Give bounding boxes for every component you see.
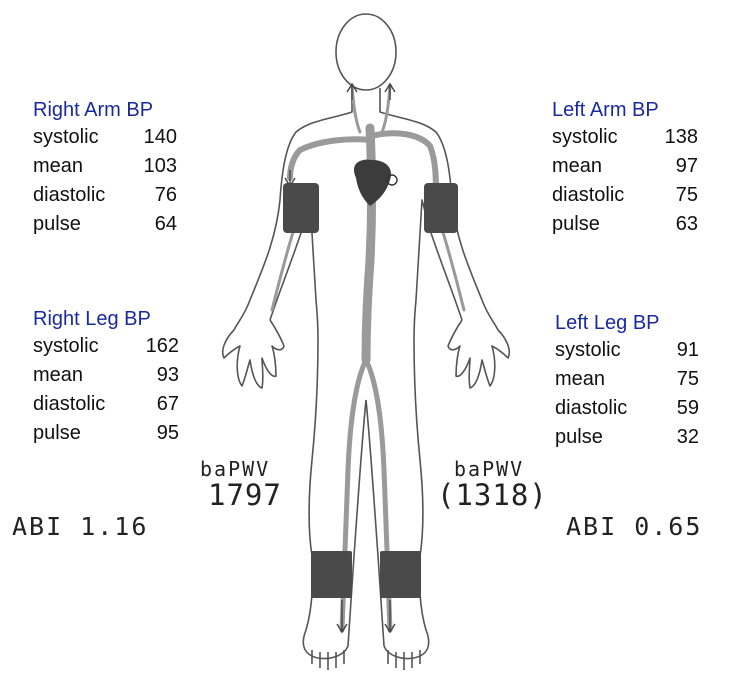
bp-value: 75: [636, 183, 698, 207]
left-arm-bp-panel: Left Arm BP systolic 138 mean 97 diastol…: [552, 98, 722, 241]
heart: [354, 160, 397, 206]
bp-label: mean: [33, 154, 83, 178]
bp-value: 162: [117, 334, 179, 358]
left-arm-cuff: [424, 183, 458, 233]
bp-row-diastolic: diastolic 59: [555, 396, 725, 425]
left-leg-bp-title: Left Leg BP: [555, 311, 725, 338]
bp-label: diastolic: [552, 183, 624, 207]
right-arm-cuff: [283, 183, 319, 233]
bp-label: diastolic: [555, 396, 627, 420]
left-pwv-value: (1318): [437, 478, 548, 512]
left-ankle-cuff: [380, 551, 421, 598]
bp-value: 76: [117, 183, 177, 207]
bp-row-mean: mean 97: [552, 154, 722, 183]
right-pwv-value: 1797: [208, 478, 282, 512]
bp-value: 97: [636, 154, 698, 178]
bp-label: pulse: [555, 425, 603, 449]
right-leg-bp-title: Right Leg BP: [33, 307, 203, 334]
bp-label: diastolic: [33, 183, 105, 207]
bp-value: 63: [636, 212, 698, 236]
bp-row-pulse: pulse 63: [552, 212, 722, 241]
bp-row-diastolic: diastolic 75: [552, 183, 722, 212]
bp-row-mean: mean 75: [555, 367, 725, 396]
left-abi: ABI 0.65: [566, 512, 702, 541]
bp-label: systolic: [552, 125, 618, 149]
bp-value: 75: [639, 367, 699, 391]
left-leg-bp-panel: Left Leg BP systolic 91 mean 75 diastoli…: [555, 311, 725, 454]
bp-row-pulse: pulse 32: [555, 425, 725, 454]
bp-label: pulse: [33, 421, 81, 445]
bp-label: mean: [552, 154, 602, 178]
bp-row-mean: mean 93: [33, 363, 203, 392]
bp-value: 138: [636, 125, 698, 149]
right-leg-bp-panel: Right Leg BP systolic 162 mean 93 diasto…: [33, 307, 203, 450]
bp-value: 91: [639, 338, 699, 362]
bp-value: 93: [117, 363, 179, 387]
right-ankle-cuff: [311, 551, 352, 598]
left-arm-bp-title: Left Arm BP: [552, 98, 722, 125]
bp-value: 140: [117, 125, 177, 149]
bp-label: systolic: [33, 334, 99, 358]
bp-value: 103: [117, 154, 177, 178]
bp-row-systolic: systolic 91: [555, 338, 725, 367]
bp-row-pulse: pulse 64: [33, 212, 203, 241]
bp-label: pulse: [33, 212, 81, 236]
bp-value: 64: [117, 212, 177, 236]
right-arm-bp-panel: Right Arm BP systolic 140 mean 103 diast…: [33, 98, 203, 241]
bp-value: 59: [639, 396, 699, 420]
bp-row-systolic: systolic 162: [33, 334, 203, 363]
right-arm-bp-title: Right Arm BP: [33, 98, 203, 125]
bp-row-pulse: pulse 95: [33, 421, 203, 450]
bp-row-diastolic: diastolic 67: [33, 392, 203, 421]
bp-value: 67: [117, 392, 179, 416]
bp-row-mean: mean 103: [33, 154, 203, 183]
bp-label: mean: [555, 367, 605, 391]
bp-value: 95: [117, 421, 179, 445]
bp-label: systolic: [555, 338, 621, 362]
bp-label: pulse: [552, 212, 600, 236]
bp-label: mean: [33, 363, 83, 387]
bp-row-systolic: systolic 138: [552, 125, 722, 154]
bp-label: diastolic: [33, 392, 105, 416]
bp-row-systolic: systolic 140: [33, 125, 203, 154]
right-abi: ABI 1.16: [12, 512, 148, 541]
bp-row-diastolic: diastolic 76: [33, 183, 203, 212]
bp-label: systolic: [33, 125, 99, 149]
bp-value: 32: [639, 425, 699, 449]
